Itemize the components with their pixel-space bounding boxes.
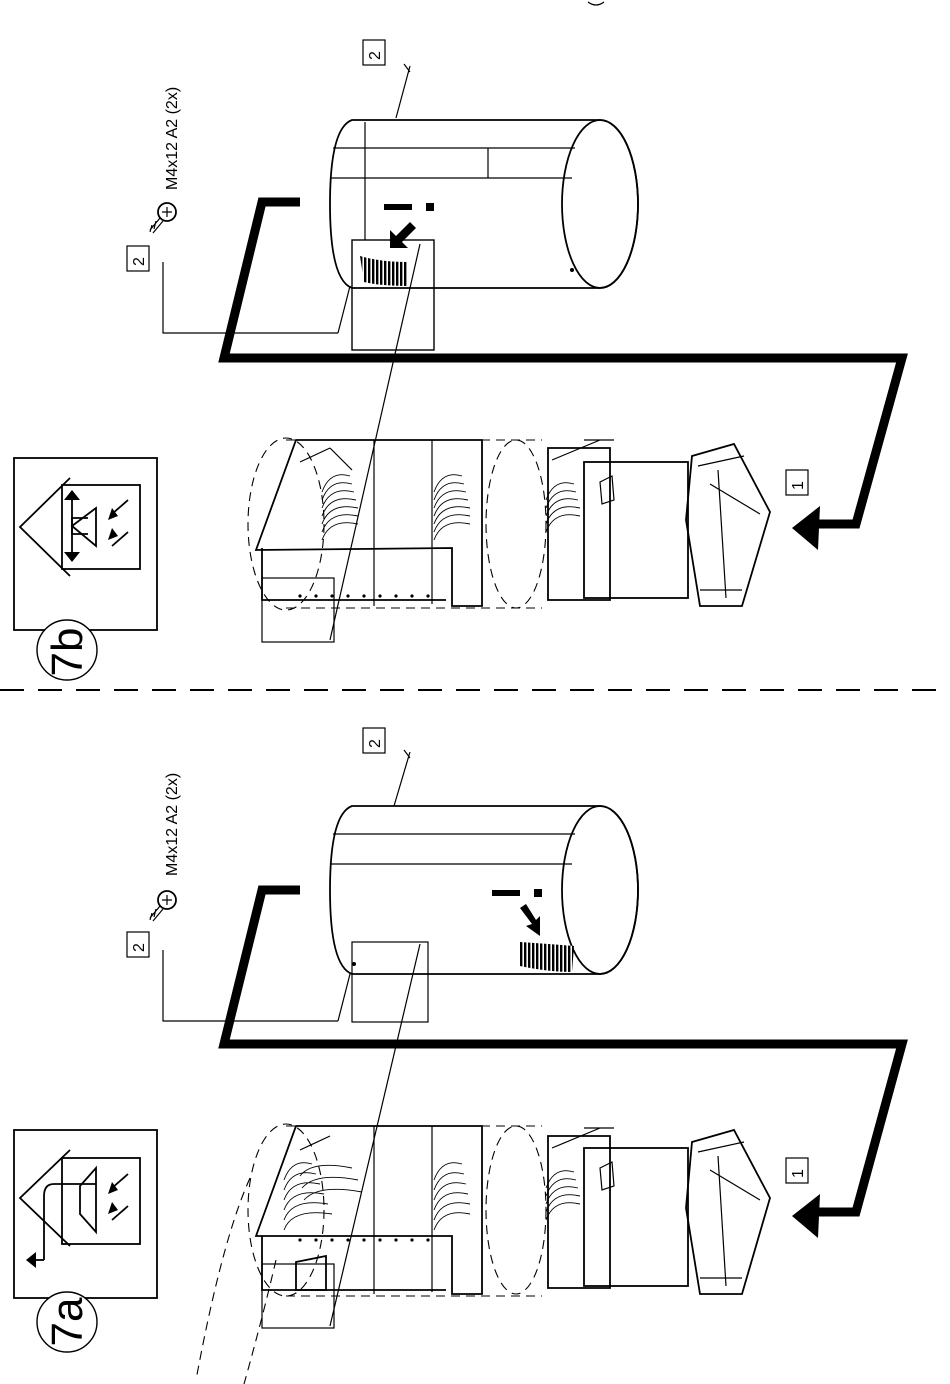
- svg-text:2: 2: [131, 257, 148, 266]
- callout-duct: 1: [786, 470, 808, 495]
- flex-duct-left: [322, 475, 358, 540]
- flex-duct-left: [284, 1163, 362, 1230]
- step-label: 7a: [43, 1297, 92, 1346]
- warning-mark: [384, 204, 412, 210]
- flex-duct-right: [546, 483, 580, 532]
- flex-duct-mid: [434, 475, 470, 540]
- step-label: 7b: [43, 628, 92, 677]
- hood-extraction-icon: [20, 1150, 140, 1268]
- flex-duct-right: [546, 1171, 580, 1220]
- panel-7a: 7a M4x12 A2 (2x) 2 2: [14, 728, 902, 1384]
- screw-icon: [150, 891, 176, 921]
- svg-text:1: 1: [790, 1169, 807, 1178]
- hood-recirculation-icon: [20, 478, 140, 576]
- direction-arrow-icon: [224, 202, 902, 550]
- svg-text:2: 2: [367, 739, 384, 748]
- top-edge-mark: [588, 2, 604, 5]
- svg-text:1: 1: [790, 481, 807, 490]
- screw-spec-label: M4x12 A2 (2x): [164, 87, 181, 190]
- chimney-assembly-7b: [248, 244, 770, 642]
- rivet-row: [298, 1238, 429, 1241]
- step-badge-7a: 7a: [14, 1130, 157, 1352]
- warning-mark: [492, 890, 520, 896]
- direction-arrow-icon: [224, 890, 902, 1238]
- callout-top: 2: [363, 40, 410, 118]
- svg-text:2: 2: [131, 943, 148, 952]
- callout-duct: 1: [786, 1158, 808, 1183]
- callout-top: 2: [363, 728, 410, 806]
- screw-spec-label: M4x12 A2 (2x): [164, 773, 181, 876]
- flex-duct-mid: [434, 1163, 470, 1230]
- panel-7b: 7b M4x12 A2 (2x) 2: [14, 40, 902, 680]
- rivet-row: [298, 594, 429, 597]
- warning-arrow: [520, 904, 540, 936]
- cover-cylinder-7a: [330, 806, 638, 1022]
- warning-arrow: [390, 222, 416, 248]
- chimney-assembly-7a: [196, 944, 770, 1384]
- cover-cylinder-7b: [330, 120, 638, 350]
- screw-icon: [150, 203, 176, 233]
- svg-text:2: 2: [367, 51, 384, 60]
